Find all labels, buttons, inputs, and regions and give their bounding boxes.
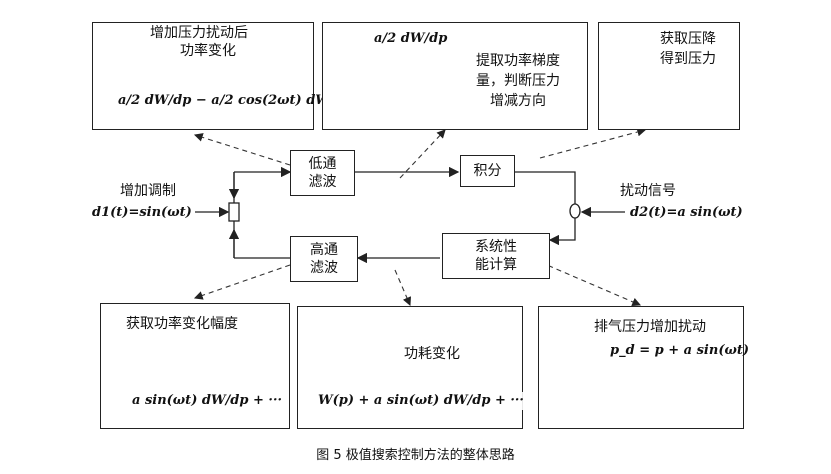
panel-tm-text-3: 增减方向: [490, 93, 546, 109]
multiplier-node: [228, 202, 240, 222]
flow-lines: [195, 166, 625, 264]
panel-power-consumption: [297, 306, 523, 429]
system-performance-block: 系统性 能计算: [442, 233, 550, 279]
panel-power-after-disturbance: [92, 22, 314, 130]
panel-br-formula: p_d = p + a sin(ωt): [610, 343, 750, 358]
panel-bm-formula: W(p) + a sin(ωt) dW/dp + ···: [318, 392, 524, 410]
lowpass-label-1: 低通: [308, 156, 337, 172]
panel-br-title: 排气压力增加扰动: [594, 319, 706, 335]
summing-node: [569, 203, 581, 219]
system-label-2: 能计算: [475, 257, 517, 273]
panel-tl-title-1: 增加压力扰动后: [150, 25, 248, 41]
panel-tr-text-1: 获取压降: [660, 31, 716, 47]
figure-caption: 图 5 极值搜索控制方法的整体思路: [316, 448, 515, 463]
disturbance-formula: d2(t)=a sin(ωt): [630, 205, 743, 220]
system-label-1: 系统性: [475, 239, 517, 255]
highpass-filter-block: 高通 滤波: [290, 236, 358, 282]
highpass-label-2: 滤波: [310, 260, 338, 276]
modulation-formula: d1(t)=sin(ωt): [92, 205, 192, 220]
panel-tl-title-2: 功率变化: [180, 43, 236, 59]
panel-tm-text-2: 量，判断压力: [476, 73, 560, 89]
integral-block: 积分: [460, 155, 515, 187]
panel-bl-title: 获取功率变化幅度: [126, 316, 238, 332]
panel-tm-text-1: 提取功率梯度: [476, 53, 560, 69]
panel-pressure-drop: [598, 22, 740, 130]
panel-tl-formula: a/2 dW/dp − a/2 cos(2ωt) dW/dp: [118, 93, 353, 108]
panel-bm-title: 功耗变化: [404, 346, 460, 362]
panel-bl-formula: a sin(ωt) dW/dp + ···: [132, 392, 283, 410]
lowpass-filter-block: 低通 滤波: [290, 150, 355, 196]
highpass-label-1: 高通: [310, 242, 338, 258]
panel-tr-text-2: 得到压力: [660, 51, 716, 67]
disturbance-label: 扰动信号: [620, 183, 676, 199]
dashed-pointers: [193, 127, 647, 307]
panel-tm-formula: a/2 dW/dp: [374, 30, 448, 48]
lowpass-label-2: 滤波: [308, 174, 337, 190]
modulation-label: 增加调制: [120, 183, 176, 199]
panel-gradient-extraction: [322, 22, 588, 130]
integral-label: 积分: [473, 163, 502, 179]
panel-discharge-pressure: [538, 306, 744, 429]
